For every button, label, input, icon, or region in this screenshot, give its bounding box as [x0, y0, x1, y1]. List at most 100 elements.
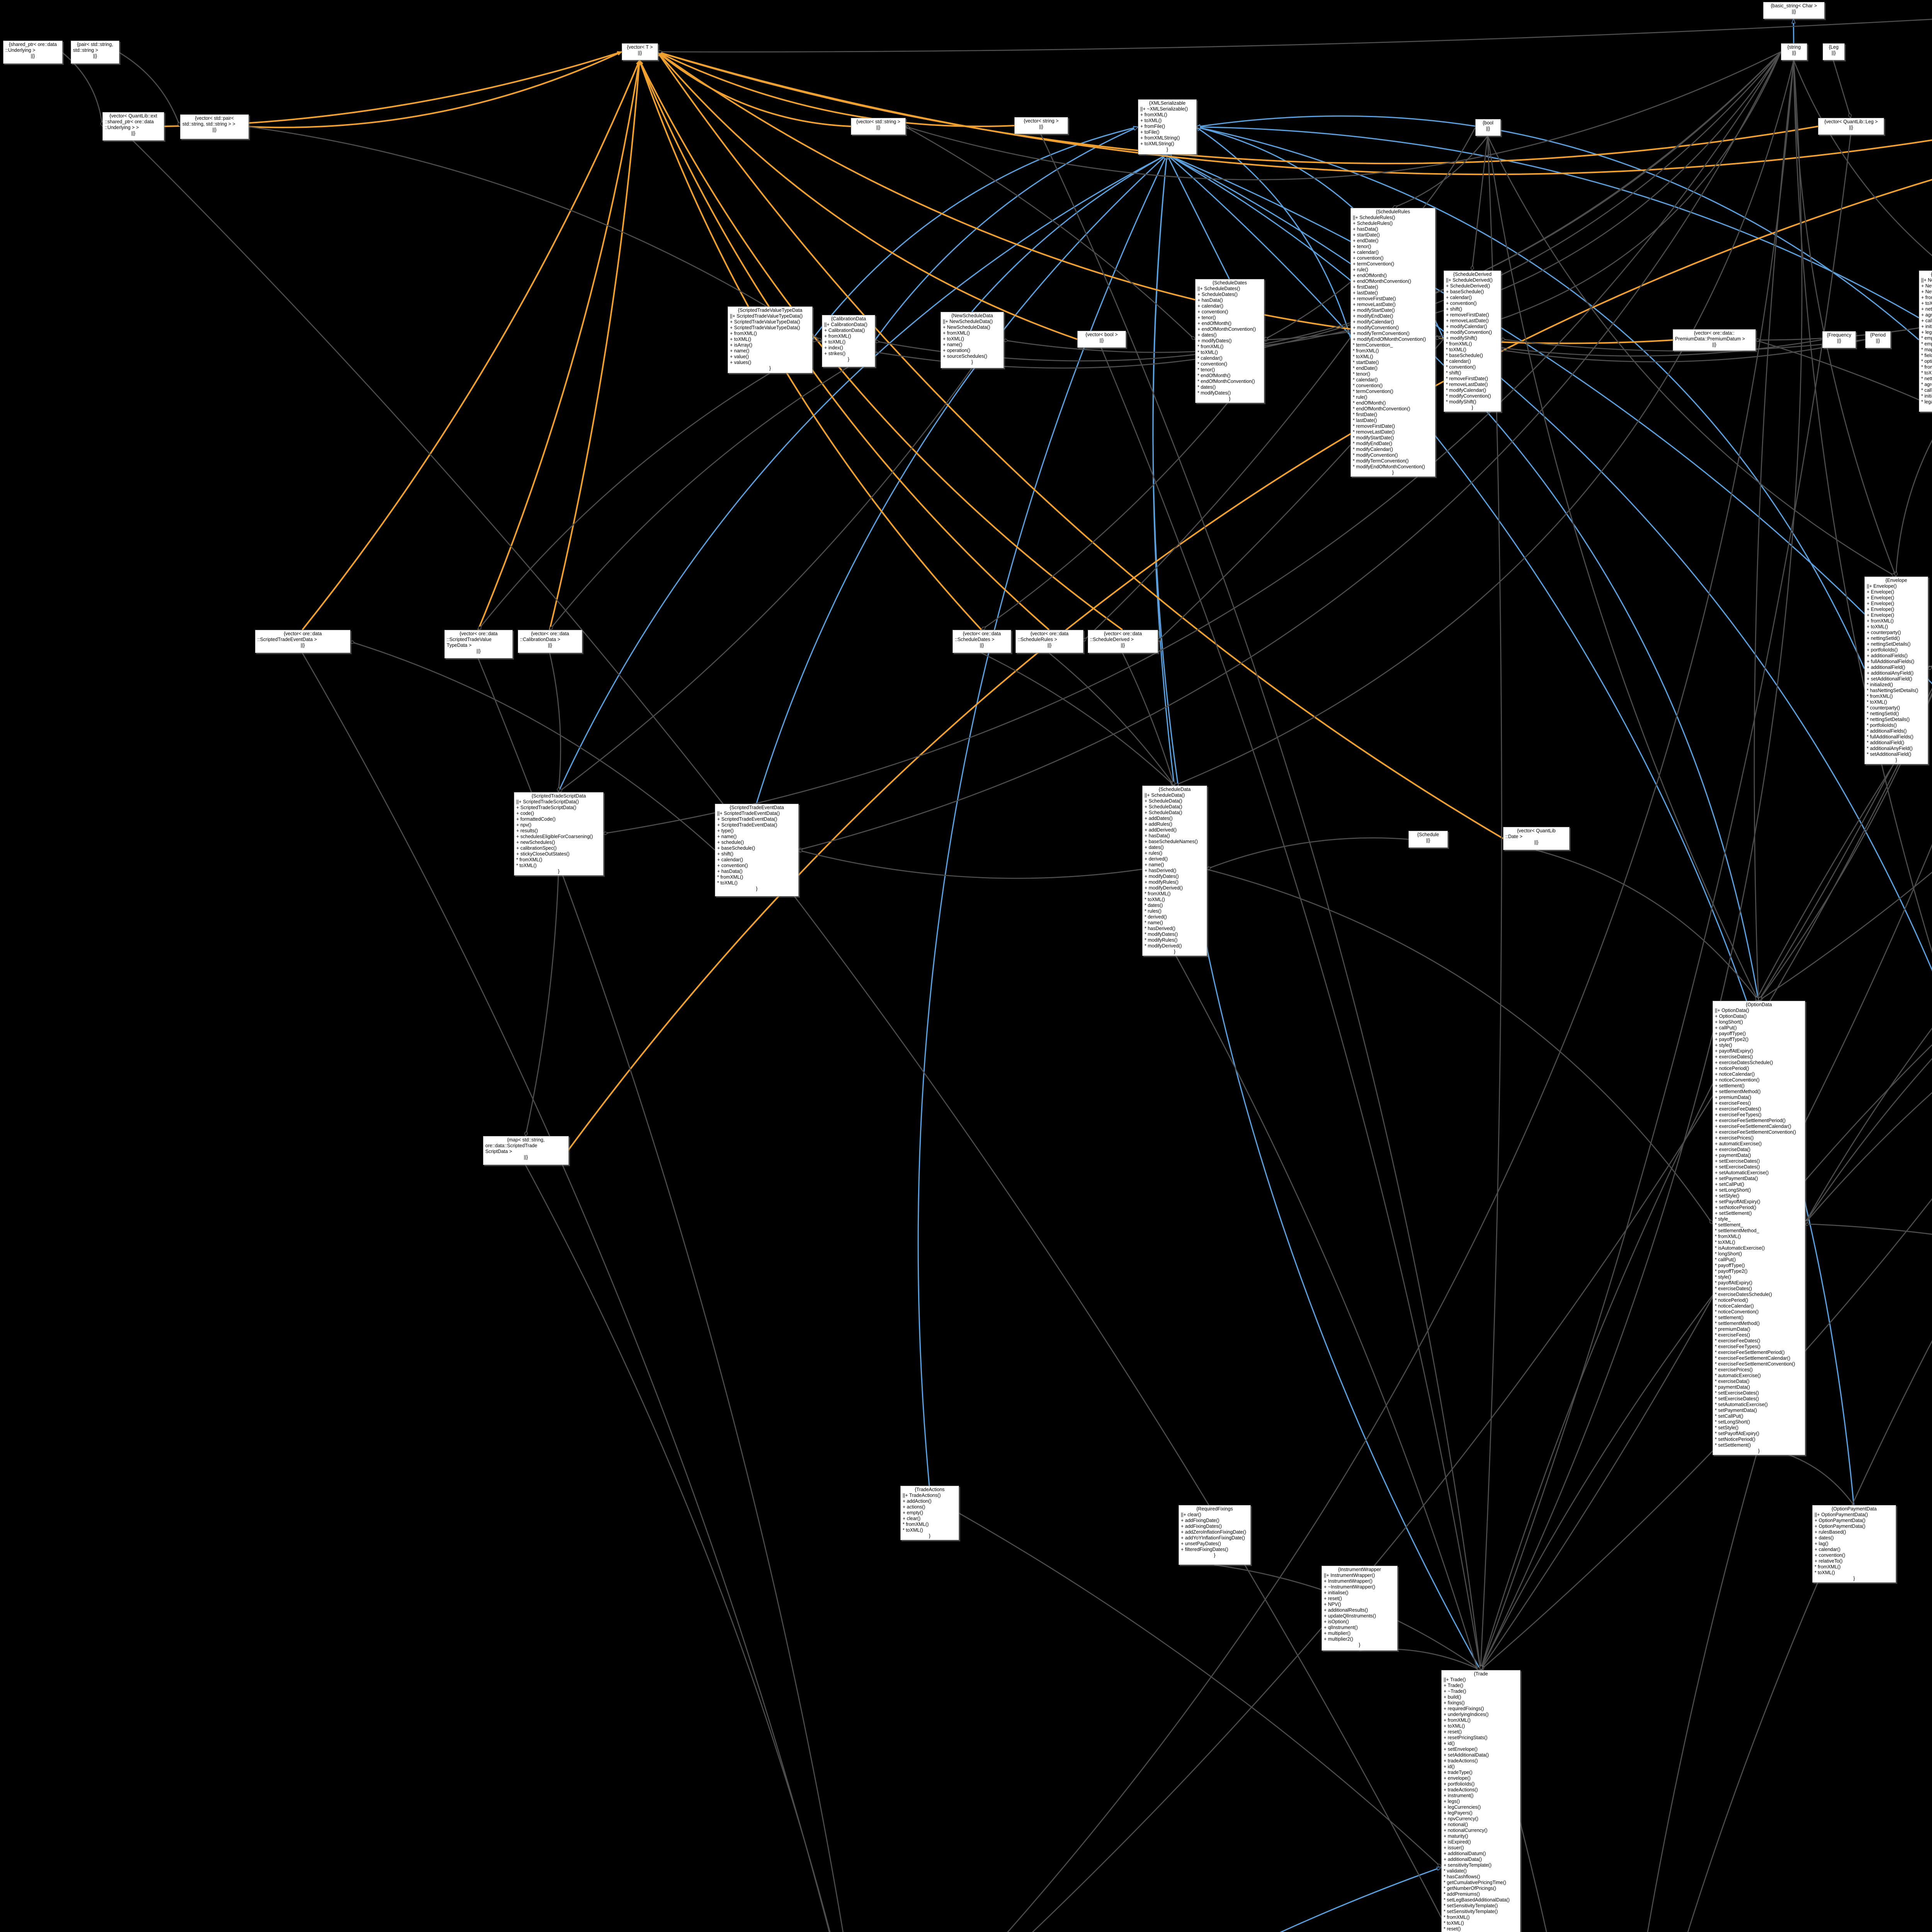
class-node-vecEventData[interactable]: {vector< ore::data::ScriptedTradeEventDa… [255, 630, 350, 653]
class-member: + toXML() [1867, 624, 1888, 629]
class-member: + NPV() [1324, 1602, 1341, 1607]
edge-date-trade [1480, 1198, 1932, 1671]
class-node-vecSchedRules[interactable]: {vector< ore::data::ScheduleRules >||} [1015, 630, 1083, 653]
class-title: {Schedule [1417, 832, 1439, 837]
edge-string-trade [1480, 60, 1803, 1671]
class-member: + isOption() [1324, 1619, 1349, 1624]
class-node-stEventData[interactable]: {ScriptedTradeEventData||+ ScriptedTrade… [715, 804, 799, 896]
class-title: {vector< bool > [1085, 332, 1118, 337]
class-member: + NettingSetDetails() [1921, 289, 1932, 294]
class-member: PremiumData::PremiumDatum > [1675, 336, 1745, 342]
class-member: + setExerciseDates() [1715, 1164, 1760, 1170]
edge-vecDate-vectorT [656, 51, 1504, 839]
class-node-vecStdString[interactable]: {vector< std::string >||} [851, 118, 906, 135]
class-member: + additionalFields() [1867, 653, 1908, 658]
class-node-vecCalib[interactable]: {vector< ore::data::CalibrationData >||} [518, 630, 582, 653]
class-member: + dates() [1815, 1535, 1834, 1541]
class-member: * toXML() [1353, 354, 1373, 359]
class-node-basicString[interactable]: {basic_string< Char >||} [1763, 2, 1825, 19]
class-node-vecSchedDerived[interactable]: {vector< ore::data::ScheduleDerived >||} [1088, 630, 1158, 653]
class-node-boolbox[interactable]: {bool||} [1475, 119, 1501, 136]
class-member: * fromXML() [1197, 344, 1224, 349]
class-node-instrWrapper[interactable]: {InstrumentWrapper||+ InstrumentWrapper(… [1321, 1566, 1398, 1651]
class-member: + exerciseDatesSchedule() [1715, 1060, 1773, 1065]
class-node-newSchedData[interactable]: {NewScheduleData||+ NewScheduleData()+ N… [940, 312, 1004, 368]
class-member: + settlement() [1715, 1083, 1745, 1088]
class-member: * fromXML() [903, 1522, 929, 1527]
class-member: ||+ OptionData() [1715, 1008, 1749, 1013]
class-node-vecPairSS[interactable]: {vector< std::pair<std::string, std::str… [180, 114, 249, 139]
edge-optionData-basketOption [1647, 1447, 1759, 1932]
class-node-optionData[interactable]: {OptionData||+ OptionData()+ OptionData(… [1713, 1001, 1805, 1455]
edge-leg-vecLeg [1833, 60, 1852, 119]
class-node-leg[interactable]: {Leg||} [1823, 43, 1845, 60]
class-node-vecDate[interactable]: {vector< QuantLib::Date >||} [1503, 827, 1570, 850]
class-node-calibData[interactable]: {CalibrationData||+ CalibrationData()+ C… [822, 315, 875, 367]
class-node-pairSS[interactable]: {pair< std::string,std::string >||} [71, 41, 119, 64]
class-member: ||+ OptionPaymentData() [1815, 1512, 1868, 1517]
class-node-schedulebox[interactable]: {Schedule||} [1408, 831, 1448, 848]
class-member: * counterparty() [1867, 705, 1900, 711]
class-member: * modifyCalendar() [1446, 388, 1486, 393]
class-member: * validate() [1444, 1868, 1467, 1874]
class-node-vecSchedDates[interactable]: {vector< ore::data::ScheduleDates >||} [952, 630, 1011, 653]
edge-period-schedDerived [1500, 337, 1866, 352]
class-member: * modifyDerived() [1145, 943, 1182, 949]
class-node-tradeActions[interactable]: {TradeActions||+ TradeActions()+ addActi… [900, 1486, 959, 1540]
class-node-stScriptData[interactable]: {ScriptedTradeScriptData||+ ScriptedTrad… [514, 792, 604, 876]
class-node-vectorT[interactable]: {vector< T >||} [622, 43, 658, 60]
class-node-nsd[interactable]: {NettingSetDetails||+ NettingSetDetails(… [1919, 270, 1932, 412]
class-node-vecUnderlying[interactable]: {vector< QuantLib::ext::shared_ptr< ore:… [102, 112, 164, 141]
class-node-optPayData[interactable]: {OptionPaymentData||+ OptionPaymentData(… [1812, 1505, 1896, 1583]
class-member: + firstDate() [1353, 284, 1378, 290]
edge-vecString-vectorT [656, 51, 1015, 128]
class-member: + rule() [1353, 267, 1368, 272]
class-node-schedDates[interactable]: {ScheduleDates||+ ScheduleDates()+ Sched… [1195, 279, 1264, 403]
class-node-mapSTSD[interactable]: {map< std::string,ore::data::ScriptedTra… [483, 1136, 569, 1165]
class-node-vecBool[interactable]: {vector< bool >||} [1077, 331, 1126, 348]
class-member: * toXML() [1444, 1920, 1464, 1926]
class-node-schedData[interactable]: {ScheduleData||+ ScheduleData()+ Schedul… [1142, 786, 1207, 956]
class-node-vecPremDatum[interactable]: {vector< ore::data::PremiumData::Premium… [1673, 329, 1756, 351]
class-node-reqFixings[interactable]: {RequiredFixings||+ clear()+ addFixingDa… [1179, 1505, 1251, 1565]
class-member: ||+ ScheduleDerived() [1446, 277, 1493, 283]
edge-tpar-vectorT [656, 19, 1932, 54]
class-node-schedRules[interactable]: {ScheduleRules||+ ScheduleRules()+ Sched… [1350, 208, 1435, 477]
class-node-vecString[interactable]: {vector< string >||} [1014, 117, 1068, 134]
class-member: ::ScheduleRules > [1018, 637, 1057, 642]
class-member: * modifyEndDate() [1353, 441, 1393, 446]
class-member: * exerciseData() [1715, 1379, 1750, 1384]
edge-schedData-optionData [1206, 869, 1713, 1225]
class-member: + Trade() [1444, 1683, 1464, 1688]
class-member: + paymentData() [1715, 1153, 1751, 1158]
class-node-trade[interactable]: {Trade||+ Trade()+ Trade()+ ~Trade()+ bu… [1441, 1670, 1520, 1932]
class-member: + modifyCalendar() [1446, 324, 1487, 329]
class-node-xmlser[interactable]: {XMLSerializable||+ ~XMLSerializable()+ … [1138, 99, 1197, 155]
class-member: + formattedCode() [516, 816, 556, 822]
class-node-stvtd[interactable]: {ScriptedTradeValueTypeData||+ ScriptedT… [728, 306, 813, 373]
class-member: * rules() [1145, 908, 1162, 914]
class-member: * exerciseFees() [1715, 1332, 1750, 1338]
class-member: + removeFirstDate() [1353, 296, 1396, 301]
class-member: + modifyDerived() [1145, 885, 1183, 891]
edge-vecBool-vectorT [656, 51, 1078, 340]
class-member: * exerciseFeeTypes() [1715, 1344, 1761, 1349]
class-member: * endOfMonthConvention() [1353, 406, 1410, 412]
class-node-schedDerived[interactable]: {ScheduleDerived||+ ScheduleDerived()+ S… [1444, 270, 1501, 412]
class-member: + initialMarginType() [1921, 324, 1932, 329]
class-member: * fullAdditionalFields() [1867, 734, 1913, 740]
class-member: * toXML() [717, 880, 738, 886]
class-node-envelope[interactable]: {Envelope||+ Envelope()+ Envelope()+ Env… [1864, 577, 1928, 764]
class-member: * lastDate() [1353, 418, 1377, 423]
class-member: + instrument() [1444, 1793, 1474, 1798]
class-node-period[interactable]: {Period||} [1865, 331, 1891, 348]
record-close-brace: } [1853, 1576, 1855, 1581]
class-member: * automaticExercise() [1715, 1373, 1761, 1378]
class-member: + addRules() [1145, 821, 1172, 827]
class-member: + Envelope() [1867, 589, 1895, 595]
class-node-string[interactable]: {string||} [1781, 43, 1807, 60]
class-node-vecLeg[interactable]: {vector< QuantLib::Leg >||} [1818, 118, 1884, 135]
class-node-spUnderlying[interactable]: {shared_ptr< ore::data::Underlying >||} [3, 41, 63, 64]
class-node-frequency[interactable]: {Frequency||} [1822, 331, 1856, 348]
